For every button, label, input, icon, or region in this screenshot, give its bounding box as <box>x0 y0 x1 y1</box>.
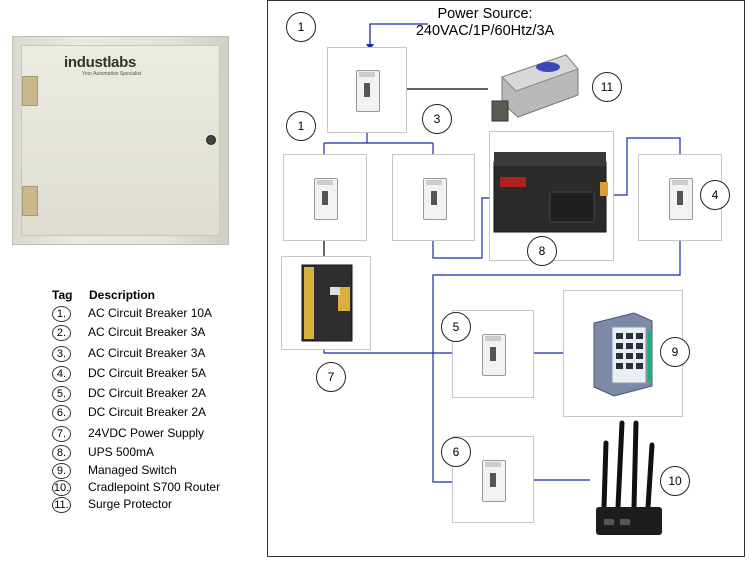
legend-row: 2. AC Circuit Breaker 3A <box>52 325 262 343</box>
wire-ups-b4 <box>614 137 681 196</box>
legend-tag: 3. <box>52 346 71 362</box>
legend-tag: 4. <box>52 366 71 382</box>
power-supply-photo <box>281 256 371 350</box>
legend-row: 9. Managed Switch <box>52 463 262 481</box>
legend-tag: 7. <box>52 426 71 442</box>
circuit-breaker-icon <box>356 70 380 112</box>
circuit-breaker-icon <box>422 177 447 220</box>
tag-7: 7 <box>316 362 346 392</box>
tag-11: 11 <box>592 72 622 102</box>
enclosure-tagline: Your Automation Specialist <box>82 71 142 77</box>
legend-tag: 6. <box>52 405 71 421</box>
breaker-2-photo <box>283 154 367 241</box>
power-source-label: Power Source: <box>437 6 533 22</box>
legend-desc: DC Circuit Breaker 2A <box>88 386 207 400</box>
legend-desc: AC Circuit Breaker 10A <box>88 306 213 320</box>
tag-5: 5 <box>441 312 471 342</box>
legend-desc: Cradlepoint S700 Router <box>88 480 221 494</box>
enclosure-photo: industlabs Your Automation Specialist <box>12 36 229 245</box>
enclosure-logo: industlabs <box>64 54 137 71</box>
tag-3: 3 <box>422 104 452 134</box>
wire-psu-b5 <box>323 350 452 354</box>
breaker-1-photo <box>327 47 407 133</box>
power-source-title: Power Source: 240VAC/1P/60Htz/3A <box>380 6 590 40</box>
power-source-spec: 240VAC/1P/60Htz/3A <box>415 23 555 39</box>
diagram-frame <box>267 0 745 557</box>
legend-row: 6. DC Circuit Breaker 2A <box>52 405 262 423</box>
legend-desc: AC Circuit Breaker 3A <box>88 346 206 360</box>
circuit-breaker-icon <box>669 177 693 220</box>
circuit-breaker-icon <box>482 334 506 376</box>
legend-desc: DC Circuit Breaker 5A <box>88 366 207 380</box>
legend-tag: 5. <box>52 386 71 402</box>
legend-row: 7. 24VDC Power Supply <box>52 426 262 444</box>
legend-desc: Managed Switch <box>88 463 177 477</box>
tag-1-mid: 1 <box>286 111 316 141</box>
legend-desc-header: Description <box>89 288 156 302</box>
hinge-bottom <box>22 186 38 216</box>
legend-row: 5. DC Circuit Breaker 2A <box>52 386 262 404</box>
legend-row: 3. AC Circuit Breaker 3A <box>52 346 262 364</box>
legend-tag-header: Tag <box>52 288 73 302</box>
legend-tag: 11. <box>52 497 71 513</box>
legend-desc: AC Circuit Breaker 3A <box>88 325 206 339</box>
hinge-top <box>22 76 38 106</box>
legend-row: 4. DC Circuit Breaker 5A <box>52 366 262 384</box>
circuit-breaker-icon <box>314 177 338 220</box>
legend-desc: Surge Protector <box>88 497 173 511</box>
legend-row: 1. AC Circuit Breaker 10A <box>52 306 262 324</box>
managed-switch-icon <box>593 312 653 397</box>
legend-tag: 10. <box>52 480 71 496</box>
tag-6: 6 <box>441 437 471 467</box>
legend-desc: UPS 500mA <box>88 445 155 459</box>
lock-icon <box>206 135 216 145</box>
power-supply-icon <box>301 264 353 342</box>
tag-4: 4 <box>700 180 730 210</box>
legend-row: 11. Surge Protector <box>52 497 262 515</box>
legend-row: 8. UPS 500mA <box>52 445 262 463</box>
ups-icon <box>493 152 608 233</box>
tag-9: 9 <box>660 337 690 367</box>
tag-1-top: 1 <box>286 12 316 42</box>
tag-8: 8 <box>527 236 557 266</box>
circuit-breaker-icon <box>482 459 506 502</box>
wire-b4-dc-bus <box>432 241 681 483</box>
breaker-4-photo <box>638 154 722 241</box>
router-icon <box>596 420 662 535</box>
legend-desc: 24VDC Power Supply <box>88 426 205 440</box>
surge-protector-photo <box>488 47 580 131</box>
router-photo <box>590 415 668 540</box>
enclosure-door: industlabs Your Automation Specialist <box>21 45 220 236</box>
legend-tag: 2. <box>52 325 71 341</box>
legend-tag: 9. <box>52 463 71 479</box>
wire-power-source <box>369 23 428 48</box>
surge-protector-icon <box>491 54 579 122</box>
breaker-3-photo <box>392 154 475 241</box>
legend-desc: DC Circuit Breaker 2A <box>88 405 207 419</box>
tag-10: 10 <box>660 466 690 496</box>
legend-row: 10. Cradlepoint S700 Router <box>52 480 262 498</box>
legend-tag: 8. <box>52 445 71 461</box>
legend-tag: 1. <box>52 306 71 322</box>
wire-b3-ups <box>432 197 490 259</box>
